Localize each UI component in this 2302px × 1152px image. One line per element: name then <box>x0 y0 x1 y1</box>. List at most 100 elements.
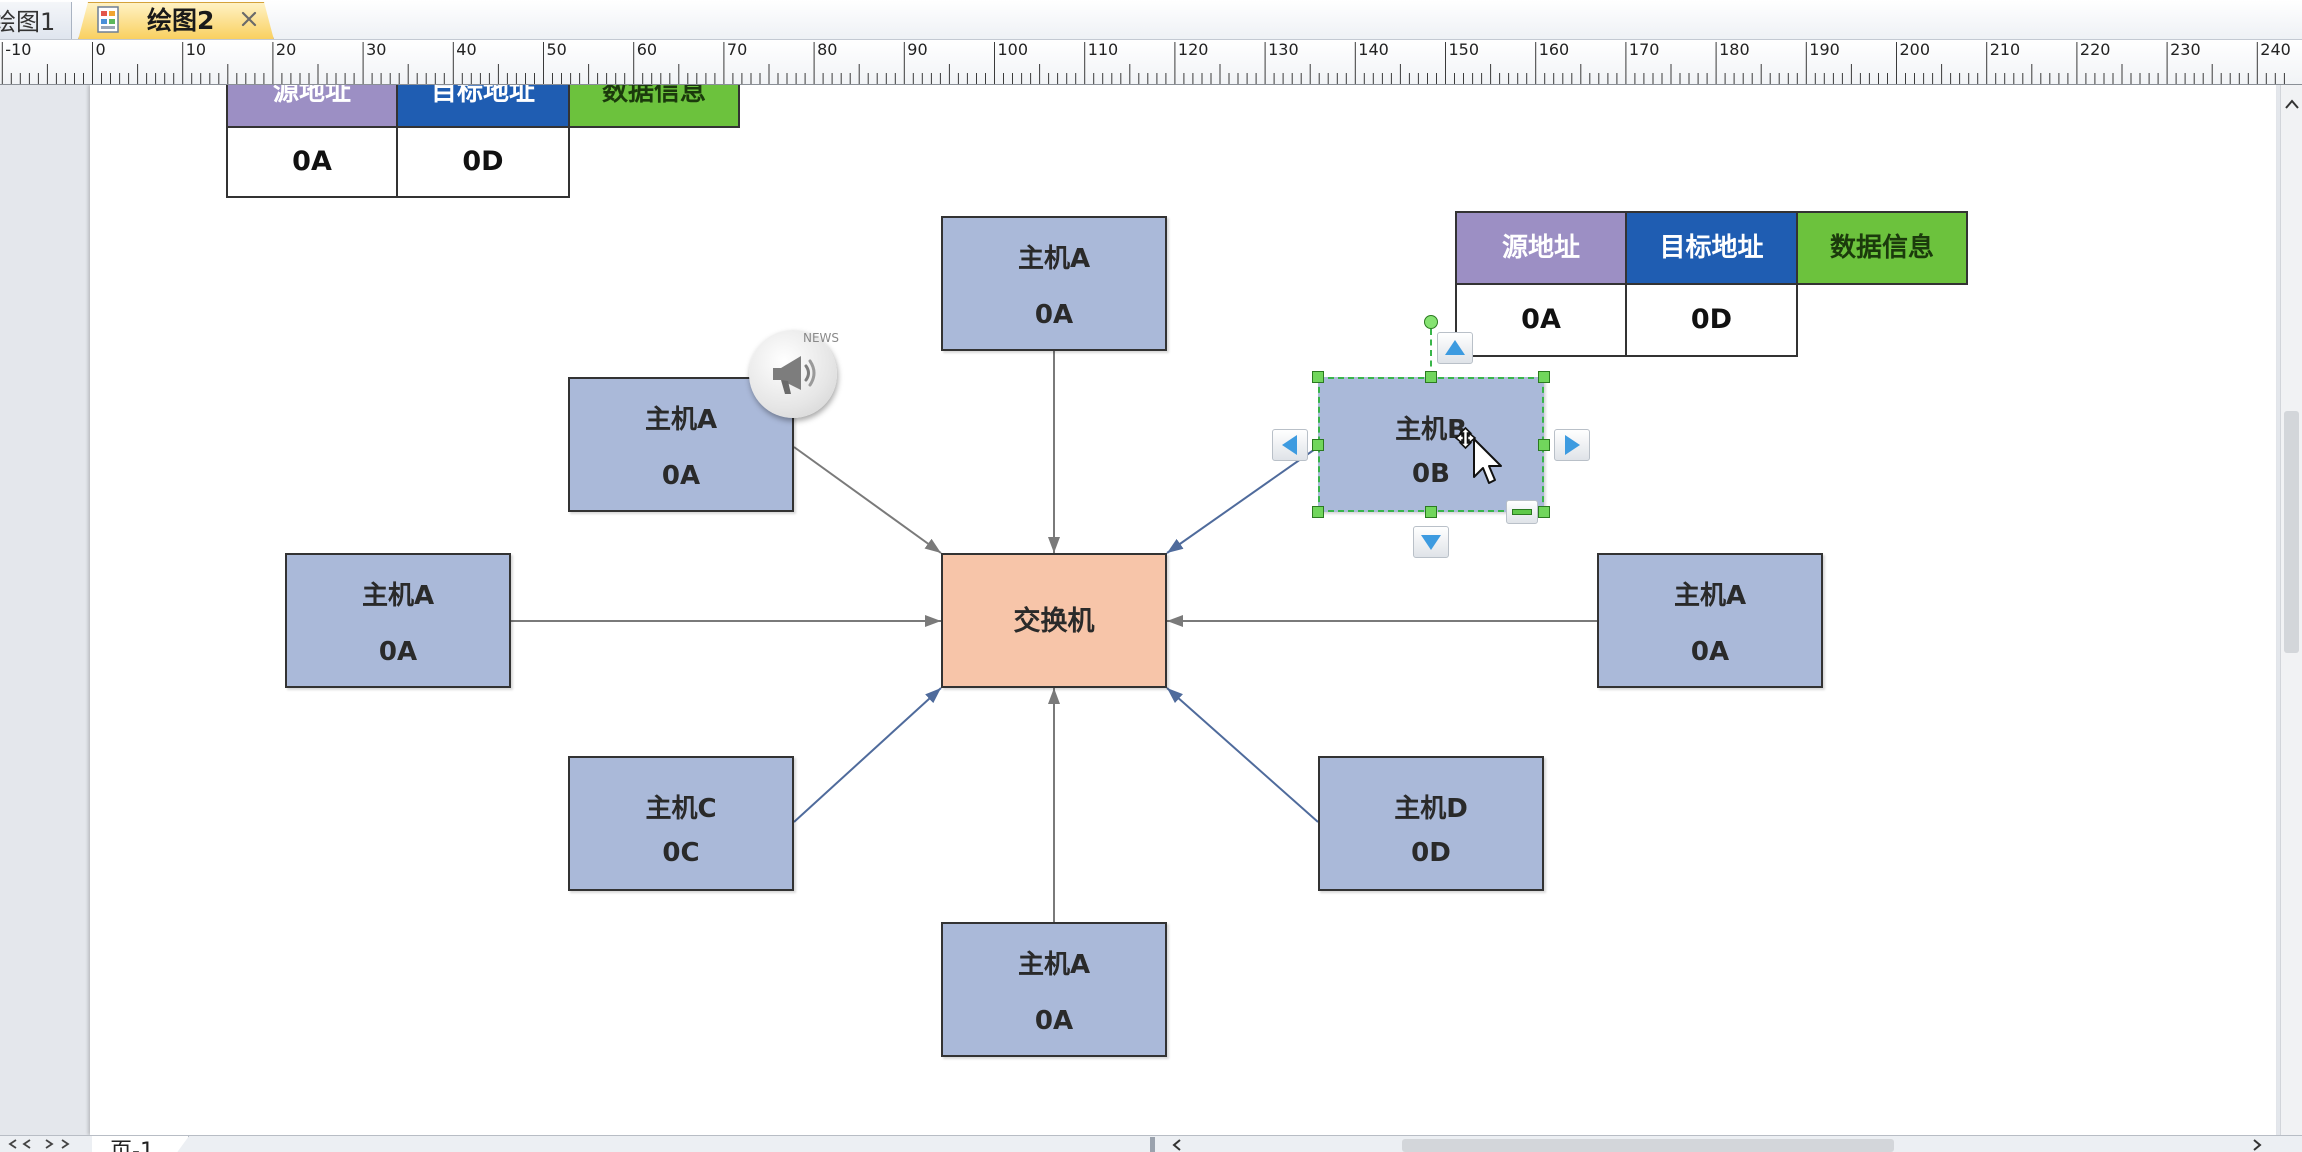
host-node-bottom[interactable]: 主机A 0A <box>941 922 1167 1057</box>
host-name: 主机A <box>1017 950 1091 980</box>
resize-handle-bottom-left[interactable] <box>1312 506 1324 518</box>
host-node-right[interactable]: 主机A 0A <box>1597 553 1823 688</box>
connector-upper-left-host-to-switch[interactable] <box>793 446 942 554</box>
ruler-label: 50 <box>546 40 567 59</box>
rotation-handle[interactable] <box>1424 315 1438 329</box>
rotation-guide-line <box>1430 329 1432 377</box>
tab-label: 绘图1 <box>0 8 56 36</box>
table-header-data-info[interactable]: 数据信息 <box>1796 211 1968 285</box>
ruler-label: 90 <box>907 40 928 59</box>
host-name: 主机A <box>361 581 435 611</box>
add-shape-left-button[interactable] <box>1272 429 1308 461</box>
connector-host-d-to-switch[interactable] <box>1166 687 1319 823</box>
scrollbar-splitter[interactable] <box>1150 1137 1155 1152</box>
ruler-label: 60 <box>636 40 658 59</box>
host-node-d[interactable]: 主机D 0D <box>1318 756 1544 891</box>
host-name: 主机B <box>1395 415 1467 445</box>
add-shape-right-button[interactable] <box>1554 429 1590 461</box>
page-tab-1[interactable]: 页-1 <box>92 1136 189 1152</box>
page-tab-label: 页-1 <box>110 1139 154 1152</box>
table-cell-target[interactable]: 0D <box>1625 283 1798 357</box>
ruler-label: -10 <box>5 40 32 59</box>
host-node-left[interactable]: 主机A 0A <box>285 553 511 688</box>
chevron-up-icon[interactable] <box>2284 97 2300 111</box>
cell-value: 0A <box>292 146 332 177</box>
host-address: 0A <box>378 637 418 667</box>
page-navigation-icon[interactable] <box>6 1138 76 1150</box>
header-label: 源地址 <box>1501 233 1580 263</box>
ruler-label: 130 <box>1268 40 1299 59</box>
close-icon[interactable] <box>239 9 259 29</box>
resize-handle-top[interactable] <box>1425 371 1437 383</box>
cell-value: 0D <box>1690 304 1733 335</box>
ruler-label: 20 <box>275 40 297 59</box>
horizontal-scroll-thumb[interactable] <box>1402 1139 1894 1152</box>
host-node-c[interactable]: 主机C 0C <box>568 756 794 891</box>
header-label: 数据信息 <box>1829 233 1934 263</box>
host-address: 0A <box>1034 1006 1074 1036</box>
ruler-ticks <box>1 42 2285 84</box>
ruler-label: 140 <box>1358 40 1389 59</box>
move-cursor-icon <box>1454 426 1502 484</box>
cell-value: 0A <box>1521 304 1561 335</box>
host-address: 0C <box>662 838 700 868</box>
resize-handle-right[interactable] <box>1538 439 1550 451</box>
host-name: 主机A <box>644 405 718 435</box>
ruler-label: 0 <box>95 40 106 59</box>
host-address: 0B <box>1412 459 1450 489</box>
chevron-right-icon[interactable] <box>2250 1138 2264 1151</box>
ruler-label: 220 <box>2079 40 2111 59</box>
ruler-label: 210 <box>1989 40 2021 59</box>
ruler-scale <box>1 42 2285 84</box>
add-shape-down-button[interactable] <box>1413 526 1449 558</box>
resize-handle-bottom-right[interactable] <box>1538 506 1550 518</box>
add-shape-up-button[interactable] <box>1437 332 1473 364</box>
ruler-label: 190 <box>1809 40 1840 59</box>
table-cell-source[interactable]: 0A <box>226 126 398 198</box>
ruler-label: 160 <box>1538 40 1570 59</box>
table-cell-source[interactable]: 0A <box>1455 283 1627 357</box>
diagram-file-icon <box>95 5 123 35</box>
resize-handle-top-right[interactable] <box>1538 371 1550 383</box>
switch-label: 交换机 <box>1013 606 1095 637</box>
connector-host-b-to-switch[interactable] <box>1166 446 1319 554</box>
ruler-label: 230 <box>2170 40 2201 59</box>
host-address: 0D <box>1411 838 1451 868</box>
document-tab-bar: 绘图1 绘图2 <box>0 0 2302 40</box>
host-node-top[interactable]: 主机A 0A <box>941 216 1167 351</box>
ruler-label: 120 <box>1177 40 1209 59</box>
news-badge[interactable] <box>749 330 837 418</box>
host-address: 0A <box>1690 637 1730 667</box>
arrow-right-icon <box>1565 435 1580 455</box>
ruler-label: 200 <box>1899 40 1931 59</box>
table-header-target-address[interactable]: 目标地址 <box>1625 211 1798 285</box>
host-name: 主机C <box>645 794 717 824</box>
table-header-source-address[interactable]: 源地址 <box>1455 211 1627 285</box>
resize-handle-bottom[interactable] <box>1425 506 1437 518</box>
resize-handle-top-left[interactable] <box>1312 371 1324 383</box>
ruler-label: 100 <box>997 40 1029 59</box>
vertical-scrollbar[interactable] <box>2280 85 2302 1135</box>
chevron-left-icon[interactable] <box>1170 1138 1184 1151</box>
connector-host-c-to-switch[interactable] <box>793 687 942 823</box>
vertical-scroll-thumb[interactable] <box>2284 411 2299 653</box>
collapse-button[interactable] <box>1506 500 1538 524</box>
resize-handle-left[interactable] <box>1312 439 1324 451</box>
host-name: 主机D <box>1394 794 1468 824</box>
arrow-up-icon <box>1445 340 1465 355</box>
tab-drawing-1[interactable]: 绘图1 <box>0 2 72 39</box>
minus-icon <box>1512 509 1532 515</box>
host-name: 主机A <box>1017 244 1091 274</box>
switch-node[interactable]: 交换机 <box>941 553 1167 688</box>
cell-value: 0D <box>462 146 504 177</box>
tab-label: 绘图2 <box>147 6 215 35</box>
ruler-label: 240 <box>2260 40 2291 59</box>
arrow-left-icon <box>1282 435 1297 455</box>
tab-drawing-2[interactable]: 绘图2 <box>78 2 274 40</box>
header-label: 目标地址 <box>1659 233 1764 263</box>
news-label: NEWS <box>803 331 840 345</box>
table-cell-target[interactable]: 0D <box>396 126 570 198</box>
